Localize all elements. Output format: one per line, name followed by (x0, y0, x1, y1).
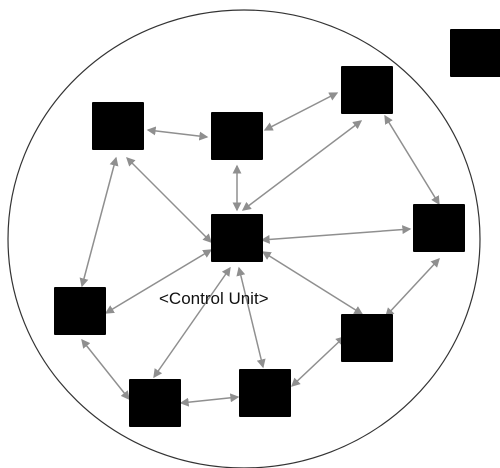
link-top-left-to-left (79, 156, 119, 288)
link-center-to-right (260, 225, 412, 244)
sensor-board-outside (450, 29, 500, 77)
sensor-board-bottom-middle (239, 369, 291, 417)
network-boundary-circle (7, 9, 481, 468)
sensor-board-top-left (92, 102, 144, 150)
link-top-right-to-right (384, 114, 440, 206)
sensor-board-lower-right (341, 314, 393, 362)
sensor-board-left (54, 287, 106, 335)
network-links (79, 92, 440, 407)
sensor-board-top-right (341, 66, 393, 114)
sensor-board-bottom-left (129, 379, 181, 427)
link-top-right-to-center (241, 120, 363, 211)
sensor-board-center (211, 214, 263, 262)
link-left-to-bottom-left (81, 338, 130, 401)
link-bottom-left-to-bottom-middle (179, 393, 240, 407)
link-bottom-middle-to-lower-right (291, 336, 345, 387)
sensor-nodes (54, 29, 500, 427)
control-unit-label: <Control Unit> (159, 289, 269, 308)
sensor-board-top-middle (211, 112, 263, 160)
sensor-board-right (413, 204, 465, 252)
link-center-to-lower-right (261, 251, 364, 315)
link-center-to-bottom-middle (236, 266, 266, 369)
link-top-left-to-top-middle (146, 126, 209, 141)
link-top-middle-to-top-right (263, 92, 339, 131)
link-top-left-to-center (126, 157, 212, 243)
link-center-to-bottom-left (153, 266, 231, 379)
link-lower-right-to-right (385, 258, 440, 317)
